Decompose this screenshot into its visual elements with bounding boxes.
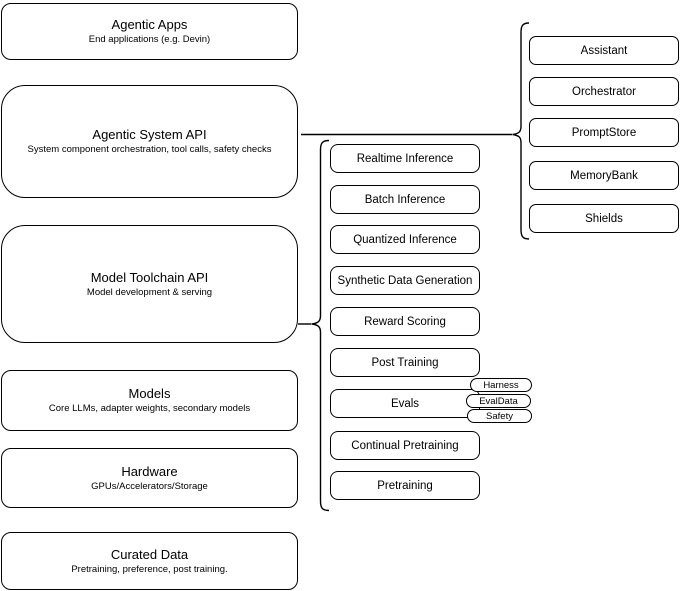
node-shields: Shields [529,204,679,233]
node-continual-pretraining: Continual Pretraining [330,431,480,460]
node-evals: Evals [330,389,480,418]
node-models: Models Core LLMs, adapter weights, secon… [1,370,298,431]
brace-system-components [512,22,530,240]
node-title: Agentic Apps [111,17,188,32]
node-title: Curated Data [110,546,189,562]
node-promptstore: PromptStore [529,118,679,147]
node-title: Agentic System API [92,127,207,142]
node-subtitle: Core LLMs, adapter weights, secondary mo… [48,403,251,414]
node-post-training: Post Training [330,348,480,377]
node-subtitle: GPUs/Accelerators/Storage [91,480,208,492]
node-assistant: Assistant [529,36,679,65]
node-orchestrator: Orchestrator [529,77,679,106]
node-batch-inference: Batch Inference [330,185,480,214]
node-hardware: Hardware GPUs/Accelerators/Storage [1,448,298,508]
node-subtitle: Pretraining, preference, post training. [71,563,228,575]
node-agentic-apps: Agentic Apps End applications (e.g. Devi… [1,3,298,60]
node-memorybank: MemoryBank [529,161,679,190]
tag-harness: Harness [470,378,532,392]
node-synthetic-data-generation: Synthetic Data Generation [330,266,480,295]
node-quantized-inference: Quantized Inference [330,225,480,254]
node-title: Hardware [121,463,178,479]
node-subtitle: End applications (e.g. Devin) [88,34,211,45]
node-realtime-inference: Realtime Inference [330,144,480,173]
tag-safety: Safety [467,409,532,423]
node-subtitle: Model development & serving [86,286,213,298]
node-title: Models [128,386,171,401]
node-model-toolchain-api: Model Toolchain API Model development & … [1,225,298,343]
node-curated-data: Curated Data Pretraining, preference, po… [1,532,298,590]
node-pretraining: Pretraining [330,471,480,500]
node-subtitle: System component orchestration, tool cal… [27,144,272,155]
node-reward-scoring: Reward Scoring [330,307,480,336]
brace-toolchain-items [311,139,330,512]
node-agentic-system-api: Agentic System API System component orch… [1,85,298,198]
node-title: Model Toolchain API [90,269,209,285]
tag-evaldata: EvalData [466,394,531,408]
